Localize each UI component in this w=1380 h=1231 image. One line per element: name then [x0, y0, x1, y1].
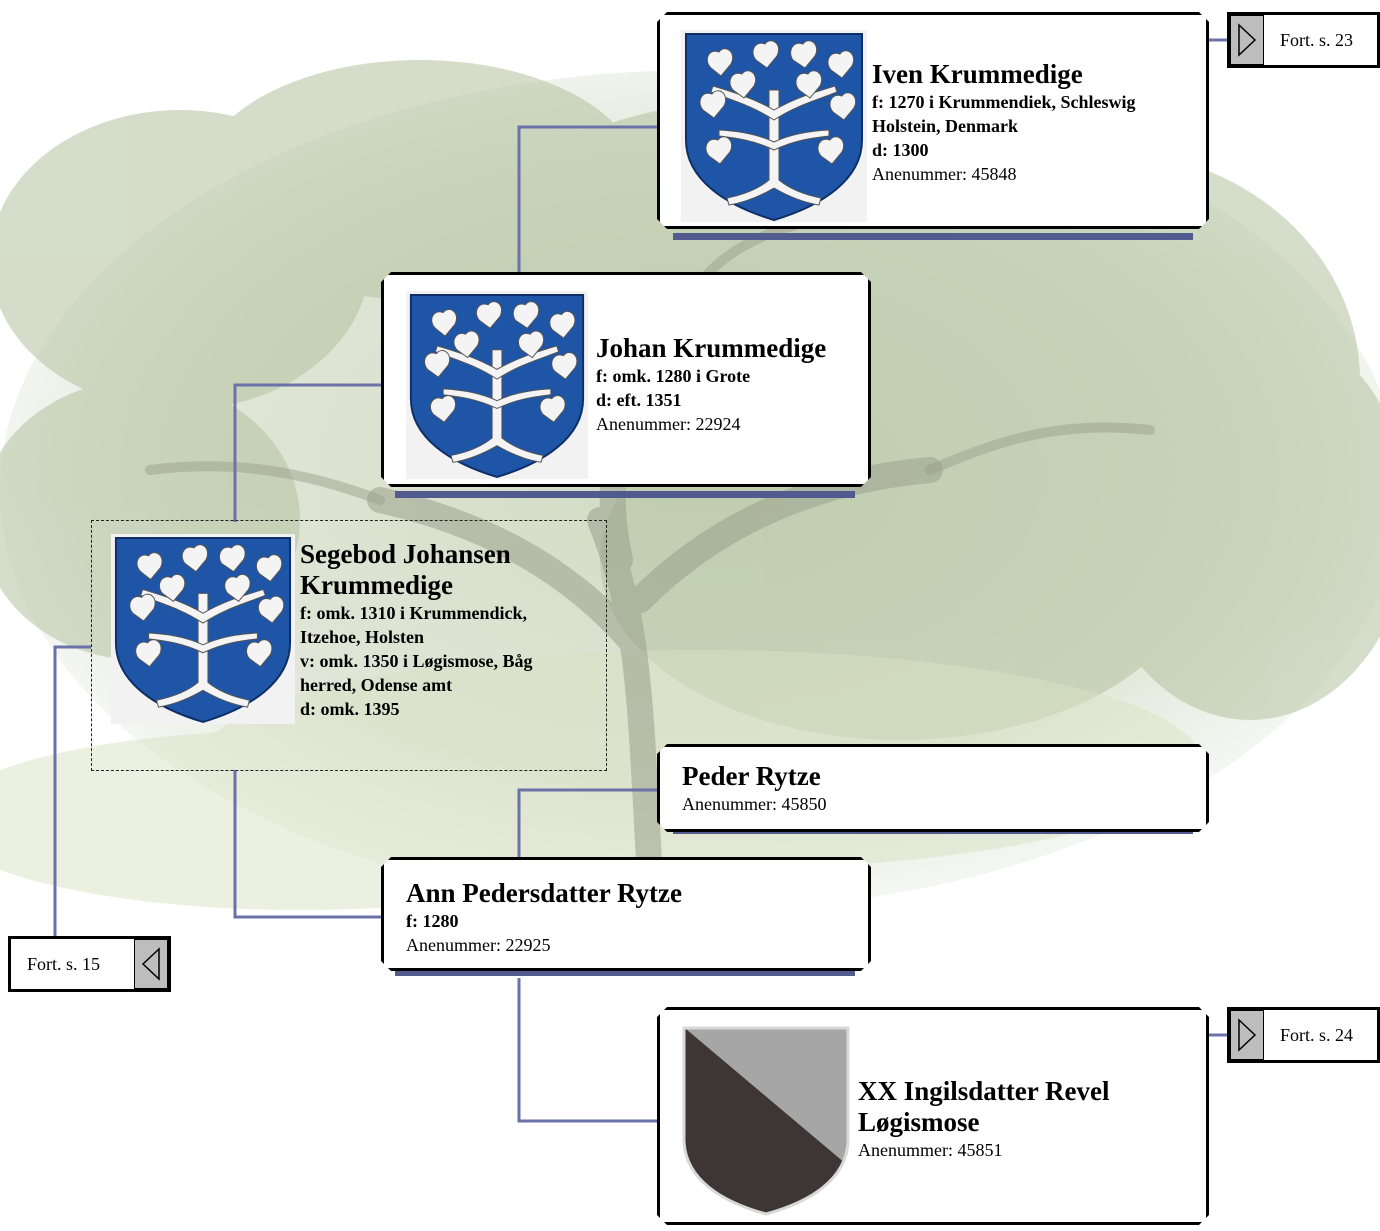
continuation-link-page-24[interactable]: Fort. s. 24 — [1227, 1007, 1380, 1063]
connector-segebod-ann — [233, 770, 384, 919]
death-fact: d: 1300 — [872, 140, 929, 160]
birth-place-cont: Itzehoe, Holsten — [300, 627, 424, 647]
birth-fact: f: omk. 1310 i Krummendick, — [300, 603, 527, 623]
party-per-bend-shield-icon — [680, 1024, 852, 1216]
person-name: Iven Krummedige — [872, 59, 1083, 89]
arrow-right-icon — [1230, 15, 1264, 65]
continuation-link-page-15[interactable]: Fort. s. 15 — [8, 936, 171, 992]
person-name-line1: Segebod Johansen — [300, 539, 511, 569]
continuation-label: Fort. s. 15 — [27, 953, 101, 974]
person-card-iven[interactable]: Iven Krummedige f: 1270 i Krummendiek, S… — [657, 12, 1209, 229]
ann-box-shadow — [395, 969, 855, 976]
tree-shield-icon — [111, 534, 295, 724]
person-card-xx[interactable]: XX Ingilsdatter Revel Løgismose Anenumme… — [657, 1007, 1209, 1225]
tree-shield-icon — [406, 289, 588, 481]
anenummer: Anenummer: 45851 — [858, 1140, 1003, 1160]
continuation-link-page-23[interactable]: Fort. s. 23 — [1227, 12, 1380, 68]
iven-box-shadow — [673, 233, 1193, 240]
person-card-ann[interactable]: Ann Pedersdatter Rytze f: 1280 Anenummer… — [381, 857, 871, 971]
continuation-label: Fort. s. 23 — [1280, 29, 1354, 50]
person-name: Peder Rytze — [682, 761, 821, 791]
birth-fact: f: 1280 — [406, 911, 459, 931]
connector-ann-peder — [517, 788, 662, 860]
johan-box-shadow — [395, 491, 855, 498]
anenummer: Anenummer: 45848 — [872, 164, 1017, 184]
person-name: Johan Krummedige — [596, 333, 827, 363]
person-name-line1: XX Ingilsdatter Revel — [858, 1076, 1110, 1106]
connector-johan-iven — [517, 125, 662, 272]
person-name-line2: Løgismose — [858, 1107, 980, 1137]
birth-place-cont: Holstein, Denmark — [872, 116, 1018, 136]
person-card-peder[interactable]: Peder Rytze Anenummer: 45850 — [657, 744, 1209, 832]
death-fact: d: eft. 1351 — [596, 390, 682, 410]
continuation-label: Fort. s. 24 — [1280, 1024, 1354, 1045]
connector-ann-xx — [517, 978, 662, 1123]
person-name: Ann Pedersdatter Rytze — [406, 878, 682, 908]
anenummer: Anenummer: 45850 — [682, 794, 827, 814]
connector-segebod-fort15 — [53, 645, 91, 938]
marriage-fact: v: omk. 1350 i Løgismose, Båg — [300, 651, 533, 671]
person-name-line2: Krummedige — [300, 570, 453, 600]
arrow-right-icon — [1230, 1010, 1264, 1060]
anenummer: Anenummer: 22925 — [406, 935, 551, 955]
connector-segebod-johan — [233, 383, 384, 522]
arrow-left-icon — [134, 939, 168, 989]
person-card-segebod[interactable]: Segebod Johansen Krummedige f: omk. 1310… — [91, 520, 607, 771]
person-card-johan[interactable]: Johan Krummedige f: omk. 1280 i Grote d:… — [381, 272, 871, 487]
tree-shield-icon — [681, 30, 867, 222]
death-fact: d: omk. 1395 — [300, 699, 400, 719]
anenummer: Anenummer: 22924 — [596, 414, 741, 434]
birth-fact: f: omk. 1280 i Grote — [596, 366, 751, 386]
marriage-place-cont: herred, Odense amt — [300, 675, 453, 695]
birth-fact: f: 1270 i Krummendiek, Schleswig — [872, 92, 1136, 112]
